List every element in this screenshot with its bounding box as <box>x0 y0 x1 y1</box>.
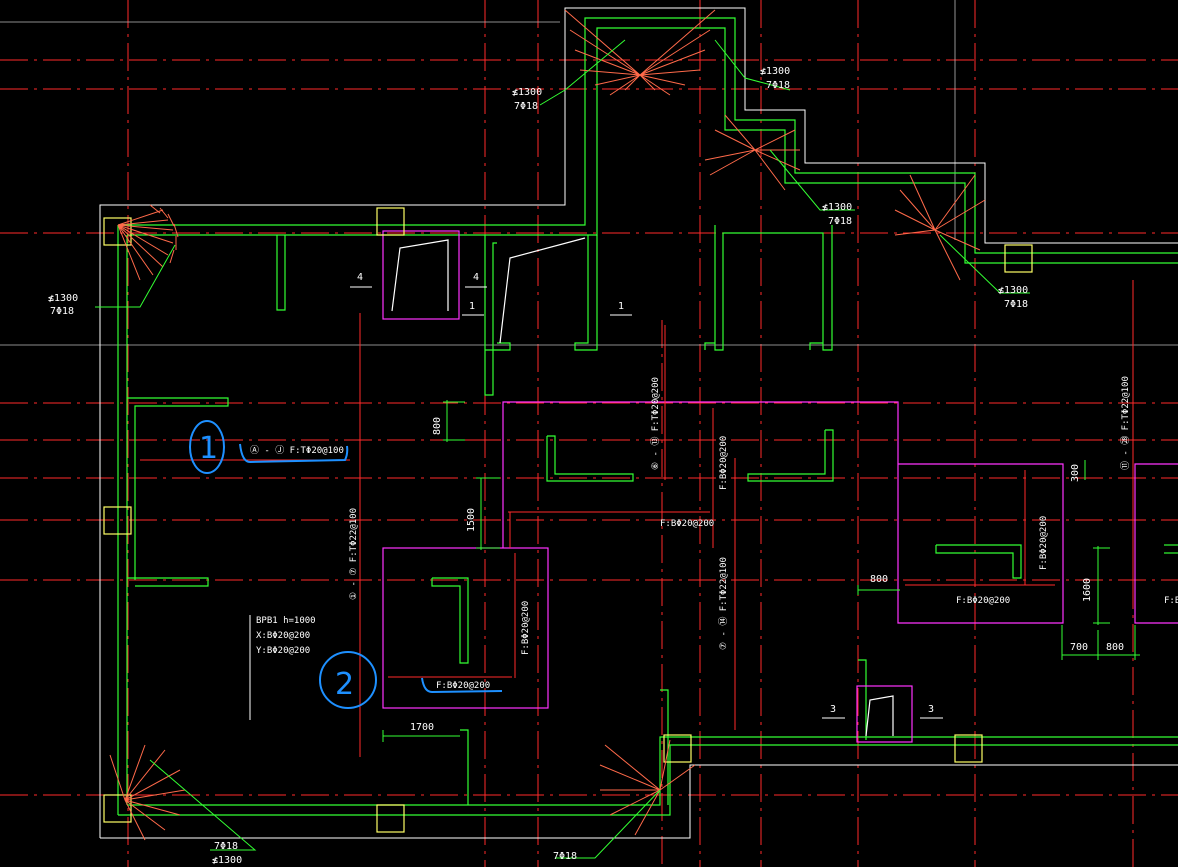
rebar-label-fb-h3: F:BΦ20@200 <box>956 596 1010 606</box>
pit-outlines <box>382 230 1178 743</box>
corner-label-bottom-left-a: 7Φ18 <box>214 841 238 852</box>
corner-label-upper-right-b: 7Φ18 <box>766 80 790 91</box>
corner-label-upper-right-a: ≰1300 <box>760 66 790 77</box>
corner-label-bottom-mid: 7Φ18 <box>553 851 577 862</box>
section-mark-4b: 4 <box>473 272 479 283</box>
leader-lines <box>95 39 1030 859</box>
annotation-circle-2 <box>319 651 377 709</box>
annotation-underline-1 <box>239 443 349 464</box>
rebar-label-fb-v1: F:BΦ20@200 <box>719 436 729 490</box>
corner-label-far-right-a: ≰1300 <box>998 285 1028 296</box>
handwritten-annotations: 1 2 <box>189 420 503 709</box>
section-mark-3b: 3 <box>928 704 934 715</box>
rebar-label-fb-v2: F:BΦ20@200 <box>521 601 531 655</box>
slab-note-line3: Y:BΦ20@200 <box>256 646 310 656</box>
dimension-texts: 800 1500 800 300 1600 700 800 1700 <box>410 417 1124 733</box>
foundation-outline <box>99 7 1178 839</box>
slab-note-line1: BPB1 h=1000 <box>256 616 316 626</box>
section-mark-1b: 1 <box>618 301 624 312</box>
rebar-lines <box>140 280 1134 757</box>
rebar-label-fb-h2: F:BΦ20@200 <box>436 681 490 691</box>
rebar-notes: Ⓐ - Ⓙ F:TΦ20@100 ① - ⑦ F:TΦ22@100 ⑥ - ⑬ … <box>250 376 1178 691</box>
corner-label-mid-right-b: 7Φ18 <box>828 216 852 227</box>
pit-slopes <box>391 237 894 737</box>
dim-1600: 1600 <box>1082 578 1093 602</box>
corner-label-upper-mid-b: 7Φ18 <box>514 101 538 112</box>
dim-1700: 1700 <box>410 722 434 733</box>
dim-800-bottom: 800 <box>1106 642 1124 653</box>
corner-label-top-left-b: 7Φ18 <box>50 306 74 317</box>
dim-300: 300 <box>1070 464 1081 482</box>
dim-1500: 1500 <box>466 508 477 532</box>
section-marks: 4 4 1 1 3 3 <box>357 272 934 715</box>
dim-800-vertical: 800 <box>432 417 443 435</box>
dim-800-horizontal: 800 <box>870 574 888 585</box>
corner-label-upper-mid-a: ≰1300 <box>512 87 542 98</box>
walls <box>117 17 1178 816</box>
slab-note: BPB1 h=1000 X:BΦ20@200 Y:BΦ20@200 <box>256 616 316 656</box>
section-mark-3a: 3 <box>830 704 836 715</box>
annotation-mark-2: 2 <box>335 667 354 702</box>
columns <box>103 207 1033 833</box>
rebar-label-fb-v3: F:BΦ20@200 <box>1039 516 1049 570</box>
corner-label-far-right-b: 7Φ18 <box>1004 299 1028 310</box>
annotation-circle-1 <box>189 420 225 474</box>
dimension-lines <box>382 400 1140 742</box>
section-mark-4a: 4 <box>357 272 363 283</box>
corner-labels: ≰1300 7Φ18 ≰1300 7Φ18 ≰1300 7Φ18 ≰1300 7… <box>48 66 1028 866</box>
rebar-label-7-14: ⑦ - ⑭ F:TΦ22@100 <box>718 557 729 650</box>
annotation-mark-1: 1 <box>199 431 218 466</box>
section-cut-marks <box>249 286 943 720</box>
section-mark-1a: 1 <box>469 301 475 312</box>
corner-label-mid-right-a: ≰1300 <box>822 202 852 213</box>
corner-label-top-left-a: ≰1300 <box>48 293 78 304</box>
rebar-label-a-j: Ⓐ - Ⓙ F:TΦ20@100 <box>250 445 344 456</box>
rebar-label-fb-edge: F:B <box>1164 596 1178 606</box>
rebar-label-1-7: ① - ⑦ F:TΦ22@100 <box>349 508 359 600</box>
annotation-underline-2 <box>421 677 503 694</box>
rebar-label-6-13: ⑥ - ⑬ F:TΦ20@200 <box>650 377 661 470</box>
corner-rebar-fans <box>109 9 986 841</box>
rebar-label-fb-h1: F:BΦ20@200 <box>660 519 714 529</box>
dim-700: 700 <box>1070 642 1088 653</box>
grid-lines-gray <box>0 0 1178 346</box>
slab-note-line2: X:BΦ20@200 <box>256 631 310 641</box>
corner-label-bottom-left-b: ≰1300 <box>212 855 242 866</box>
rebar-label-11-28: ⑪ - ㉘ F:TΦ22@100 <box>1120 376 1131 470</box>
